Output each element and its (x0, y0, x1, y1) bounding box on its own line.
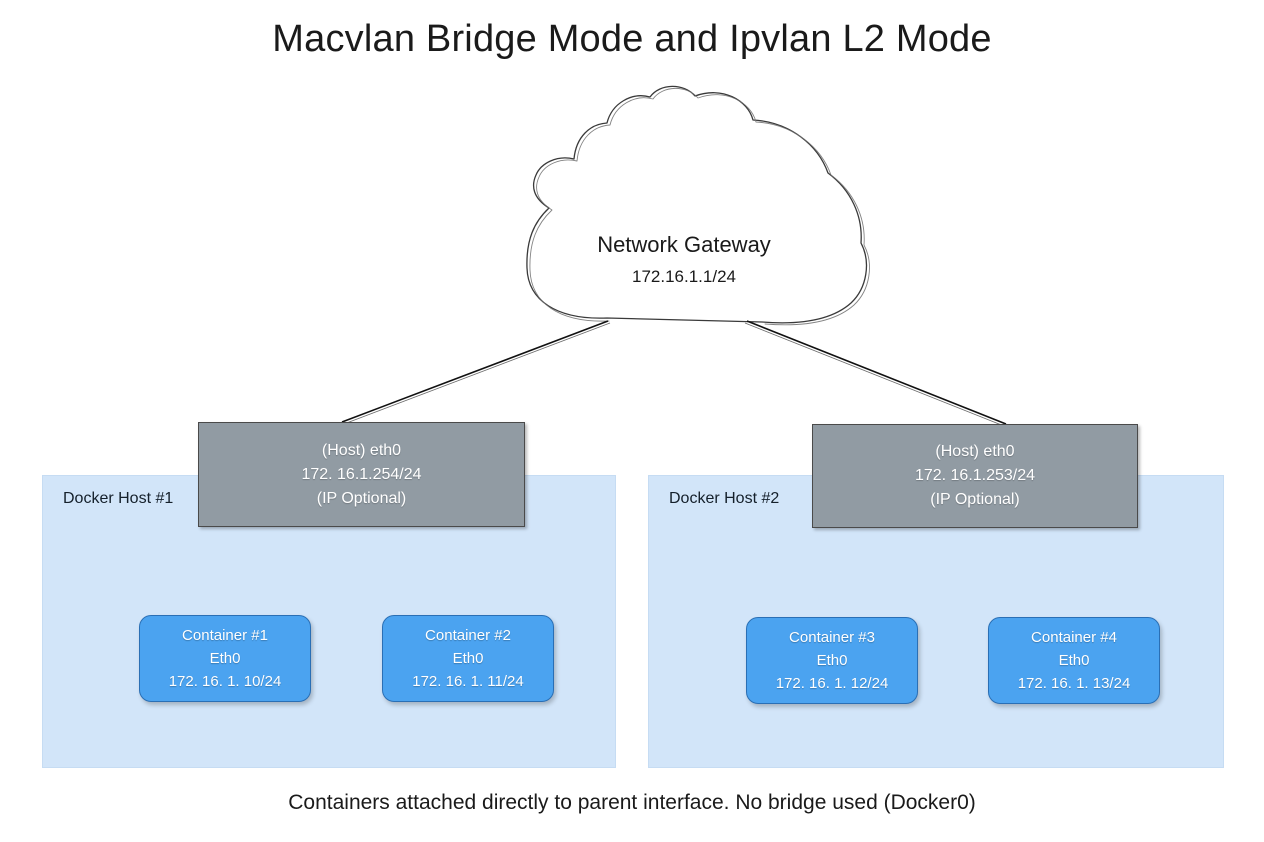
container-3-box: Container #3 Eth0 172. 16. 1. 12/24 (746, 617, 918, 704)
container-4-ip: 172. 16. 1. 13/24 (1017, 675, 1131, 692)
container-3-name: Container #3 (789, 629, 875, 646)
host-1-eth0-ip: 172. 16.1.254/24 (301, 465, 422, 483)
container-1-iface: Eth0 (209, 650, 241, 667)
container-4-iface: Eth0 (1058, 652, 1090, 669)
host-1-eth0-name: (Host) eth0 (321, 441, 402, 459)
container-3-iface: Eth0 (816, 652, 848, 669)
docker-host-2-label: Docker Host #2 (669, 490, 780, 507)
container-4-name: Container #4 (1031, 629, 1117, 646)
cloud-title: Network Gateway (597, 232, 771, 257)
host-2-eth0-box: (Host) eth0 172. 16.1.253/24 (IP Optiona… (812, 424, 1138, 528)
page-title: Macvlan Bridge Mode and Ipvlan L2 Mode (272, 18, 992, 60)
container-3-ip: 172. 16. 1. 12/24 (775, 675, 889, 692)
container-1-name: Container #1 (182, 627, 268, 644)
cloud-icon (526, 85, 870, 326)
container-2-iface: Eth0 (452, 650, 484, 667)
container-2-name: Container #2 (425, 627, 511, 644)
container-2-ip: 172. 16. 1. 11/24 (412, 673, 524, 690)
container-1-box: Container #1 Eth0 172. 16. 1. 10/24 (139, 615, 311, 702)
host-2-eth0-note: (IP Optional) (930, 491, 1020, 508)
cloud-to-host-connectors (341, 320, 1007, 427)
diagram-caption: Containers attached directly to parent i… (288, 791, 976, 814)
docker-host-1-label: Docker Host #1 (63, 490, 174, 507)
host-1-eth0-note: (IP Optional) (316, 489, 407, 507)
host-2-eth0-name: (Host) eth0 (935, 443, 1015, 460)
host-1-eth0-box: (Host) eth0 172. 16.1.254/24 (IP Optiona… (198, 422, 525, 527)
container-2-box: Container #2 Eth0 172. 16. 1. 11/24 (382, 615, 554, 702)
container-1-ip: 172. 16. 1. 10/24 (168, 673, 282, 690)
cloud-ip-label: 172.16.1.1/24 (632, 267, 736, 286)
container-4-box: Container #4 Eth0 172. 16. 1. 13/24 (988, 617, 1160, 704)
host-2-eth0-ip: 172. 16.1.253/24 (914, 467, 1036, 484)
